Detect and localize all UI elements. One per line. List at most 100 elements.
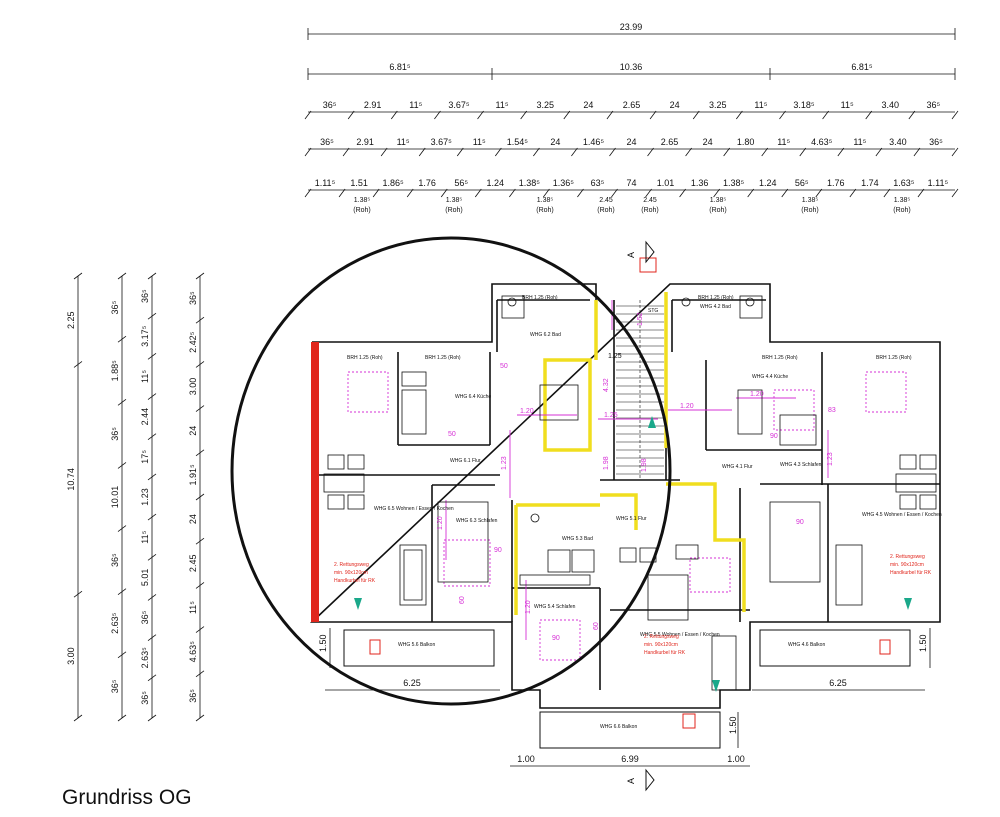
dim-label: 36⁵ bbox=[110, 553, 120, 567]
brh-label: BRH 1.25 (Roh) bbox=[698, 295, 734, 301]
dim-label: 1.23 bbox=[140, 488, 150, 506]
dim-label: 3.25 bbox=[709, 100, 727, 110]
inner-dim: 60 bbox=[459, 596, 466, 604]
dim-tick bbox=[951, 188, 959, 198]
dim-label: 1.46⁵ bbox=[583, 137, 605, 147]
dim-tick bbox=[406, 188, 414, 198]
dim-tick bbox=[543, 188, 550, 198]
dim-tick bbox=[195, 405, 205, 412]
inner-dim: 1.20 bbox=[680, 403, 694, 410]
inner-dim: 50 bbox=[500, 363, 508, 370]
dim-total-width: 23.99 bbox=[620, 22, 643, 32]
furniture bbox=[323, 295, 937, 691]
dim-label: 36⁵ bbox=[110, 679, 120, 693]
bottom-dimension-lines bbox=[325, 628, 931, 767]
room-label: WHG 6.1 Flur bbox=[450, 458, 481, 464]
dim-label: 2.65 bbox=[661, 137, 679, 147]
dim-label: 1.11⁵ bbox=[928, 178, 949, 188]
dim-label: 11⁵ bbox=[140, 530, 150, 543]
dim-tick bbox=[645, 188, 652, 198]
brh-label: BRH 1.25 (Roh) bbox=[876, 355, 912, 361]
room-label: STG bbox=[648, 308, 658, 314]
dim-tick bbox=[195, 361, 205, 368]
dim-tick bbox=[747, 188, 755, 198]
escape-route-note-left: 2. Rettungsweg min. 90x120cm Handkurbel … bbox=[334, 562, 376, 584]
dim-tick bbox=[117, 714, 127, 722]
dim-tick bbox=[195, 626, 205, 633]
dim-tick bbox=[390, 110, 398, 120]
inner-dim: 4.32 bbox=[603, 378, 610, 392]
dim-sub-label: (Roh) bbox=[353, 207, 371, 214]
dim-sub-label: (Roh) bbox=[893, 207, 911, 214]
dim-label: 36⁵ bbox=[323, 100, 337, 110]
dim-tick bbox=[304, 110, 312, 120]
dim-label: 1.74 bbox=[861, 178, 879, 188]
brh-label: BRH 1.25 (Roh) bbox=[762, 355, 798, 361]
dim-tick bbox=[563, 110, 571, 120]
dim-bottom-left: 1.00 bbox=[517, 754, 535, 764]
room-label: WHG 6.5 Wohnen / Essen / Kochen bbox=[374, 506, 454, 512]
dim-label: 11⁵ bbox=[777, 137, 790, 147]
dim-tick bbox=[147, 594, 157, 601]
dim-tick bbox=[679, 188, 686, 198]
room-label: WHG 4.4 Küche bbox=[752, 374, 788, 380]
dim-sub-label: 1.38⁵ bbox=[710, 197, 727, 204]
escape-route-note-right: 2. Rettungsweg min. 90x120cm Handkurbel … bbox=[890, 554, 932, 576]
inner-dim: 1.20 bbox=[750, 391, 764, 398]
room-label: WHG 6.6 Balkon bbox=[600, 724, 637, 730]
inner-dim: 83 bbox=[828, 407, 836, 414]
dim-label: 1.01 bbox=[657, 178, 675, 188]
staircase bbox=[616, 300, 664, 480]
dim-label: 11⁵ bbox=[397, 137, 410, 147]
dim-tick bbox=[685, 147, 692, 157]
dim-tick bbox=[606, 110, 614, 120]
dim-label: 10.36 bbox=[620, 62, 643, 72]
brh-label: BRH 1.25 (Roh) bbox=[425, 355, 461, 361]
dim-bottom-center: 6.99 bbox=[621, 754, 639, 764]
dim-label: 4.63⁵ bbox=[811, 137, 833, 147]
accessibility-areas bbox=[347, 371, 907, 661]
inner-dim: 50 bbox=[448, 431, 456, 438]
dim-label: 11⁵ bbox=[188, 601, 198, 614]
dim-label: 4.63⁵ bbox=[188, 641, 198, 663]
dim-label: 11⁵ bbox=[409, 100, 422, 110]
dim-tick bbox=[195, 582, 205, 589]
room-label: WHG 6.4 Küche bbox=[455, 394, 491, 400]
dim-label: 36⁵ bbox=[927, 100, 941, 110]
dim-row-5-sub: 1.38⁵(Roh)1.38⁵(Roh)1.38⁵(Roh)2.45(Roh)2… bbox=[353, 197, 911, 214]
room-label: WHG 5.3 Bad bbox=[562, 536, 593, 542]
dim-tick bbox=[117, 335, 127, 343]
dim-tick bbox=[117, 651, 127, 659]
dim-tick bbox=[647, 147, 654, 157]
dim-tick bbox=[822, 110, 829, 120]
escape-note-line: min. 90x120cm bbox=[644, 642, 678, 648]
section-label: A bbox=[626, 778, 636, 784]
dim-label: 74 bbox=[626, 178, 636, 188]
dim-label: 11⁵ bbox=[473, 137, 486, 147]
inner-dim: 1.25 bbox=[604, 412, 618, 419]
dim-label: 1.80 bbox=[737, 137, 755, 147]
room-label: WHG 5.5 Wohnen / Essen / Kochen bbox=[640, 632, 720, 638]
dim-tick bbox=[883, 188, 891, 198]
dim-tick bbox=[342, 147, 350, 157]
dim-label: 11⁵ bbox=[496, 100, 509, 110]
dim-tick bbox=[951, 147, 959, 157]
dim-tick bbox=[338, 188, 346, 198]
dim-sub-label: 1.38⁵ bbox=[537, 197, 554, 204]
dim-balcony-depth-left: 1.50 bbox=[318, 634, 328, 652]
section-label: A bbox=[626, 252, 636, 258]
dim-tick bbox=[147, 714, 157, 722]
dim-tick bbox=[380, 147, 388, 157]
dim-label: 1.11⁵ bbox=[315, 178, 336, 188]
dim-sub-label: (Roh) bbox=[445, 207, 463, 214]
dim-label: 11⁵ bbox=[754, 100, 767, 110]
section-marker-bottom: A bbox=[626, 768, 655, 792]
dim-tick bbox=[304, 147, 312, 157]
dim-bottom-right: 1.00 bbox=[727, 754, 745, 764]
dim-tick bbox=[477, 110, 484, 120]
window-sill-labels: BRH 1.25 (Roh) BRH 1.25 (Roh) BRH 1.25 (… bbox=[347, 295, 912, 361]
inner-dim: 1.20 bbox=[525, 600, 532, 614]
dim-label: 1.76 bbox=[418, 178, 436, 188]
escape-note-line: 2. Rettungsweg bbox=[644, 634, 679, 640]
